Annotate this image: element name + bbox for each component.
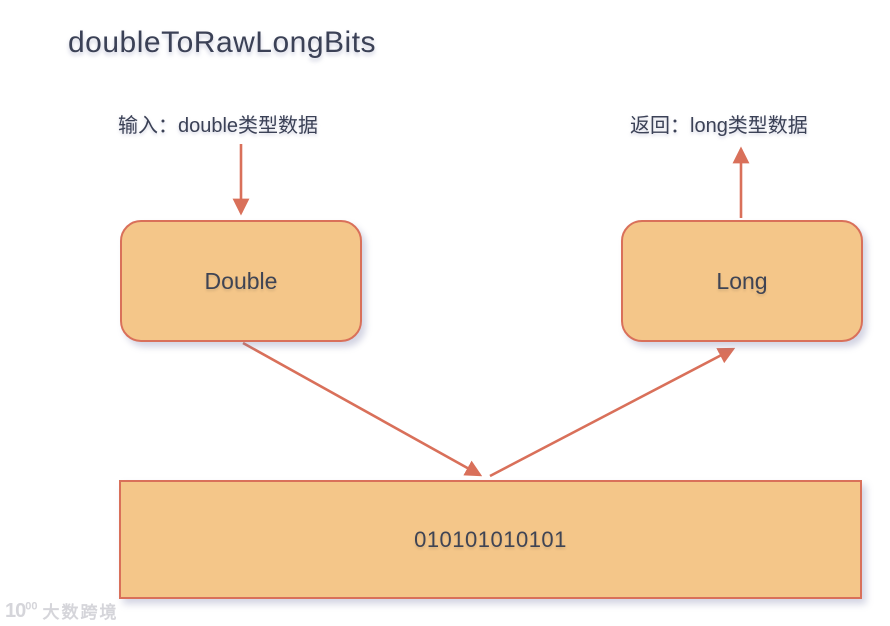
bits-node-label: 010101010101 <box>414 526 567 552</box>
double-node: Double <box>120 220 362 342</box>
watermark-text: 大数跨境 <box>42 603 119 622</box>
output-label: 返回：long类型数据 <box>630 115 808 137</box>
input-label: 输入：double类型数据 <box>118 115 319 137</box>
long-node: Long <box>621 220 863 342</box>
watermark: 1000 大数跨境 <box>5 601 119 621</box>
watermark-logo-icon: 1000 <box>5 600 38 622</box>
arrow-bits-to-long <box>489 347 736 478</box>
double-node-label: Double <box>204 267 278 294</box>
bits-node: 010101010101 <box>119 480 862 599</box>
page-title: doubleToRawLongBits <box>68 26 377 59</box>
long-node-label: Long <box>716 267 768 294</box>
arrow-double-to-bits <box>242 341 483 477</box>
